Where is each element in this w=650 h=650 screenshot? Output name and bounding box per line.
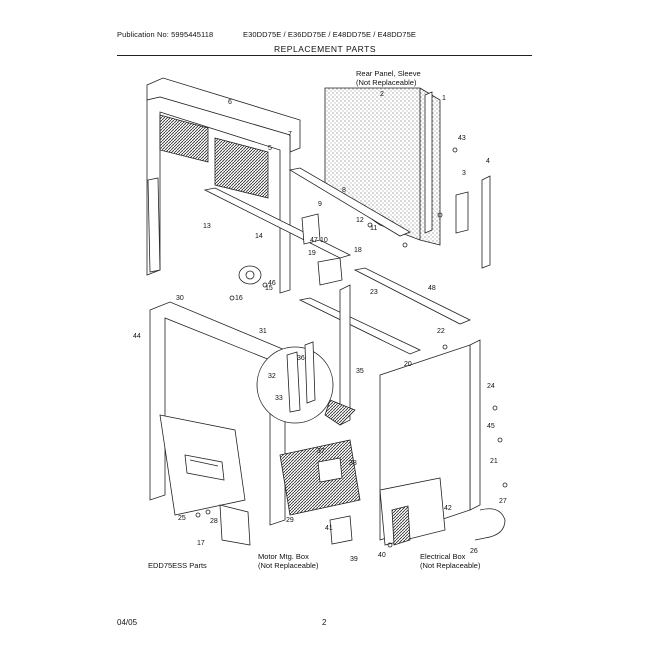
part-number-label: 27 <box>499 498 507 505</box>
part-number-label: 1 <box>442 95 446 102</box>
part-number-label: 22 <box>437 328 445 335</box>
part-number-label: 26 <box>470 548 478 555</box>
part-number-label: 11 <box>370 225 377 232</box>
motor-box-callout-1: Motor Mtg. Box <box>258 552 309 561</box>
motor-mounting-box <box>279 439 361 545</box>
electrical-box-callout-1: Electrical Box <box>420 552 466 561</box>
part-number-label: 19 <box>308 250 316 257</box>
detail-magnifier <box>256 341 356 426</box>
part-number-label: 4 <box>486 158 490 165</box>
motor-box-callout-2: (Not Replaceable) <box>258 561 319 570</box>
part-number-label: 7 <box>288 131 292 138</box>
part-number-label: 31 <box>259 328 267 335</box>
edd-parts-label: EDD75ESS Parts <box>148 561 207 570</box>
part-number-labels: 1234567891011121314151617181920212223242… <box>133 91 507 563</box>
electrical-box <box>379 477 506 546</box>
part-number-label: 38 <box>349 460 357 467</box>
part-number-label: 18 <box>354 247 362 254</box>
right-side-rail <box>424 91 491 269</box>
part-number-label: 5 <box>268 145 272 152</box>
part-number-label: 35 <box>356 368 364 375</box>
part-number-label: 10 <box>320 237 328 244</box>
publication-number: Publication No: 5995445118 <box>117 30 214 39</box>
part-number-label: 40 <box>378 552 386 559</box>
part-number-label: 41 <box>325 525 333 532</box>
part-number-label: 47 <box>310 237 318 244</box>
hood-top-cover <box>146 77 301 294</box>
part-number-label: 36 <box>297 355 305 362</box>
part-number-label: 3 <box>462 170 466 177</box>
part-number-label: 30 <box>176 295 184 302</box>
front-control-panel <box>159 414 251 546</box>
part-number-label: 32 <box>268 373 276 380</box>
part-number-label: 15 <box>265 285 273 292</box>
page-title: REPLACEMENT PARTS <box>273 44 377 54</box>
part-number-label: 44 <box>133 333 141 340</box>
part-number-label: 42 <box>444 505 452 512</box>
part-number-label: 20 <box>404 361 412 368</box>
part-number-label: 13 <box>203 223 211 230</box>
part-number-label: 14 <box>255 233 263 240</box>
vent-grille-right <box>214 137 269 199</box>
part-number-label: 9 <box>318 201 322 208</box>
part-number-label: 8 <box>342 187 346 194</box>
part-number-label: 46 <box>268 280 276 287</box>
header-rule <box>117 55 532 56</box>
part-number-label: 17 <box>197 540 205 547</box>
part-number-label: 2 <box>380 91 384 98</box>
fasteners <box>195 147 508 548</box>
vent-grille-left <box>159 114 209 163</box>
part-number-label: 37 <box>317 448 325 455</box>
part-number-label: 28 <box>210 518 218 525</box>
part-number-label: 48 <box>428 285 436 292</box>
page-number: 2 <box>322 618 327 627</box>
rear-panel-callout-2: (Not Replaceable) <box>356 78 417 87</box>
electrical-box-callout-2: (Not Replaceable) <box>420 561 481 570</box>
model-numbers: E30DD75E / E36DD75E / E48DD75E / E48DD75… <box>243 30 416 39</box>
part-number-label: 33 <box>275 395 283 402</box>
part-number-label: 24 <box>487 383 495 390</box>
part-number-label: 12 <box>356 217 364 224</box>
part-number-label: 45 <box>487 423 495 430</box>
part-number-label: 6 <box>228 99 232 106</box>
footer-date: 04/05 <box>117 618 138 627</box>
blower-motor <box>238 213 343 286</box>
part-number-label: 16 <box>235 295 243 302</box>
part-number-label: 29 <box>286 517 294 524</box>
part-number-label: 23 <box>370 289 378 296</box>
part-number-label: 21 <box>490 458 498 465</box>
rear-panel-callout-1: Rear Panel, Sleeve <box>356 69 421 78</box>
part-number-label: 43 <box>458 135 466 142</box>
part-number-label: 25 <box>178 515 186 522</box>
part-number-label: 39 <box>350 556 358 563</box>
